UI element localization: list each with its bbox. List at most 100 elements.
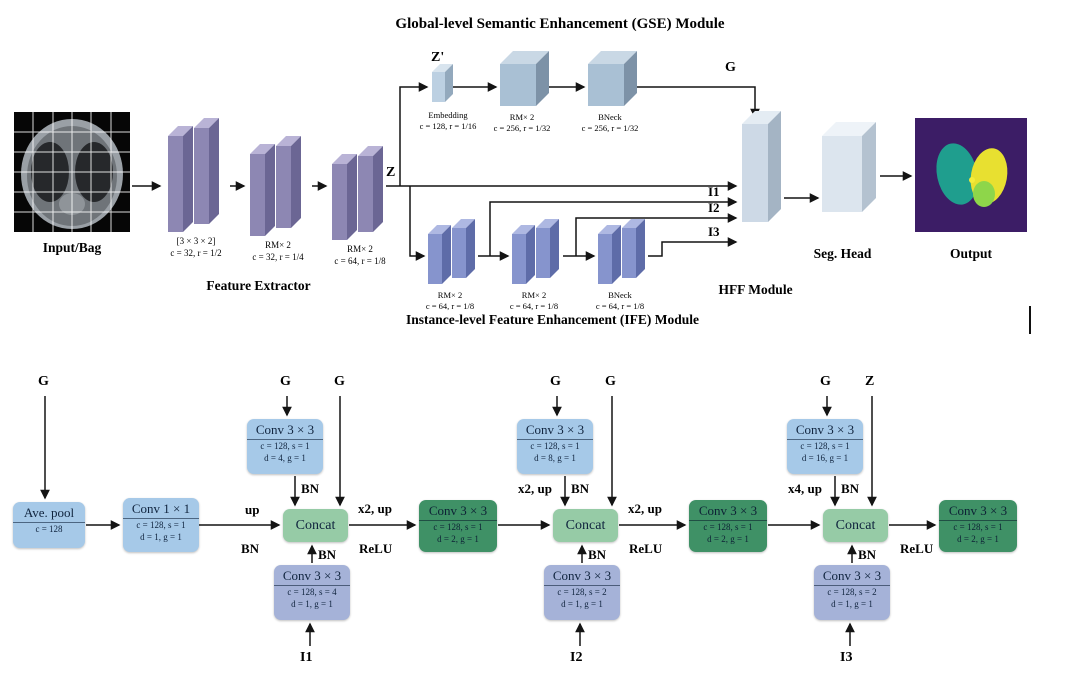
ife-rm2-label: RM× 2 c = 64, r = 1/8 xyxy=(490,290,578,312)
gse-rm-label: RM× 2 c = 256, r = 1/32 xyxy=(478,112,566,134)
hff-module-slab xyxy=(742,124,768,222)
block-spec: c = 128, s = 4 xyxy=(287,587,337,597)
feature-extractor-block-2-slab-front xyxy=(250,154,265,236)
block-spec: c = 128, s = 1 xyxy=(703,522,753,532)
g-input-label: G xyxy=(605,374,616,389)
concat-label: Concat xyxy=(835,517,876,533)
z-feature-label: Z xyxy=(386,165,396,180)
fe-block-3-label: RM× 2 c = 64, r = 1/8 xyxy=(318,244,402,267)
ife-rm2-slab-front xyxy=(512,234,526,284)
g-input-label: G xyxy=(820,374,831,389)
block-spec: d = 1, g = 1 xyxy=(291,599,333,610)
stage1-concat-block: Concat xyxy=(283,509,348,542)
block-name: [3 × 3 × 2] xyxy=(176,236,216,246)
x2-up-edge-label: x2, up xyxy=(518,481,552,496)
feature-extractor-block-1-slab-front xyxy=(168,136,183,232)
block-spec: c = 64, r = 1/8 xyxy=(509,301,559,312)
block-name: RM× 2 xyxy=(347,244,373,254)
concat-label: Concat xyxy=(565,517,606,533)
block-spec: c = 128 xyxy=(35,524,63,534)
g-input-label: G xyxy=(38,374,49,389)
block-spec: c = 32, r = 1/4 xyxy=(252,251,304,262)
stage3-top-conv-block: Conv 3 × 3 c = 128, s = 1 d = 16, g = 1 xyxy=(787,419,863,474)
ife-bneck-label: BNeck c = 64, r = 1/8 xyxy=(576,290,664,312)
feature-extractor-label: Feature Extractor xyxy=(206,278,311,293)
ife-bneck-slab-back xyxy=(622,228,636,278)
embedding-block-slab xyxy=(432,72,445,102)
ife-rm2-slab-back xyxy=(536,228,550,278)
block-spec: c = 128, s = 1 xyxy=(800,441,850,451)
block-name: RM× 2 xyxy=(265,240,291,250)
ife-rm1-slab-back xyxy=(452,228,466,278)
fe-block-1-label: [3 × 3 × 2] c = 32, r = 1/2 xyxy=(154,236,238,259)
seg-head-label: Seg. Head xyxy=(813,246,872,261)
relu-edge-label: ReLU xyxy=(359,541,393,556)
i1-input-label: I1 xyxy=(300,650,313,665)
block-spec: c = 128, s = 1 xyxy=(953,522,1003,532)
ife-bneck-slab-front xyxy=(598,234,612,284)
i2-input-label: I2 xyxy=(570,650,583,665)
block-spec: c = 128, s = 2 xyxy=(827,587,877,597)
bn-edge-label: BN xyxy=(301,481,320,496)
x2-up-edge-label: x2, up xyxy=(358,501,392,516)
bn-edge-label: BN xyxy=(858,547,877,562)
block-title: Conv 3 × 3 xyxy=(814,565,890,586)
relu-edge-label: ReLU xyxy=(900,541,934,556)
block-spec: c = 64, r = 1/8 xyxy=(595,301,645,312)
block-spec: d = 1, g = 1 xyxy=(561,599,603,610)
stage3-concat-block: Concat xyxy=(823,509,888,542)
block-title: Conv 3 × 3 xyxy=(517,419,593,440)
z-input-label: Z xyxy=(865,374,875,389)
block-name: BNeck xyxy=(608,290,632,300)
concat-label: Concat xyxy=(295,517,336,533)
stage1-bottom-conv-block: Conv 3 × 3 c = 128, s = 4 d = 1, g = 1 xyxy=(274,565,350,620)
block-spec: c = 32, r = 1/2 xyxy=(170,247,222,258)
block-spec: d = 1, g = 1 xyxy=(831,599,873,610)
gse-bneck-label: BNeck c = 256, r = 1/32 xyxy=(566,112,654,134)
bn-edge-label: BN xyxy=(571,481,590,496)
relu-edge-label: ReLU xyxy=(629,541,663,556)
block-title: Conv 3 × 3 xyxy=(689,500,767,521)
block-spec: c = 128, s = 1 xyxy=(530,441,580,451)
block-spec: c = 128, s = 1 xyxy=(136,520,186,530)
stage2-concat-block: Concat xyxy=(553,509,618,542)
block-name: BNeck xyxy=(598,112,622,122)
stage2-bottom-conv-block: Conv 3 × 3 c = 128, s = 2 d = 1, g = 1 xyxy=(544,565,620,620)
stage3-out-conv-block: Conv 3 × 3 c = 128, s = 1 d = 2, g = 1 xyxy=(939,500,1017,552)
block-spec: c = 64, r = 1/8 xyxy=(425,301,475,312)
block-spec: d = 1, g = 1 xyxy=(140,532,182,543)
feature-extractor-block-2-slab-back xyxy=(276,146,291,228)
block-title: Ave. pool xyxy=(13,502,85,523)
stage3-bottom-conv-block: Conv 3 × 3 c = 128, s = 2 d = 1, g = 1 xyxy=(814,565,890,620)
z-prime-feature-label: Z' xyxy=(431,50,445,65)
block-spec: c = 128, s = 2 xyxy=(557,587,607,597)
i2-feature-label: I2 xyxy=(708,200,720,215)
input-label: Input/Bag xyxy=(42,240,102,255)
i1-feature-label: I1 xyxy=(708,184,720,199)
block-spec: c = 64, r = 1/8 xyxy=(334,255,386,266)
input-ct-image xyxy=(14,112,130,232)
block-spec: c = 256, r = 1/32 xyxy=(581,123,639,134)
feature-extractor-block-3-slab-back xyxy=(358,156,373,232)
hff-module-label: HFF Module xyxy=(718,282,793,297)
gse-bneck-block-slab xyxy=(588,64,624,106)
block-name: Embedding xyxy=(428,110,468,120)
ife-rm1-slab-front xyxy=(428,234,442,284)
feature-extractor-block-3-slab-front xyxy=(332,164,347,240)
bn-edge-label: BN xyxy=(588,547,607,562)
stage2-top-conv-block: Conv 3 × 3 c = 128, s = 1 d = 8, g = 1 xyxy=(517,419,593,474)
g-feature-label: G xyxy=(725,60,736,75)
block-spec: d = 16, g = 1 xyxy=(801,453,849,464)
block-title: Conv 3 × 3 xyxy=(247,419,323,440)
ife-rm1-label: RM× 2 c = 64, r = 1/8 xyxy=(406,290,494,312)
block-title: Conv 3 × 3 xyxy=(274,565,350,586)
bn-edge-label: BN xyxy=(318,547,337,562)
block-title: Conv 3 × 3 xyxy=(419,500,497,521)
output-label: Output xyxy=(949,246,993,261)
block-spec: c = 128, s = 1 xyxy=(433,522,483,532)
stage1-top-conv-block: Conv 3 × 3 c = 128, s = 1 d = 4, g = 1 xyxy=(247,419,323,474)
ife-module-title: Instance-level Feature Enhancement (IFE)… xyxy=(406,312,699,327)
block-title: Conv 3 × 3 xyxy=(939,500,1017,521)
block-title: Conv 3 × 3 xyxy=(787,419,863,440)
block-name: RM× 2 xyxy=(509,112,535,122)
